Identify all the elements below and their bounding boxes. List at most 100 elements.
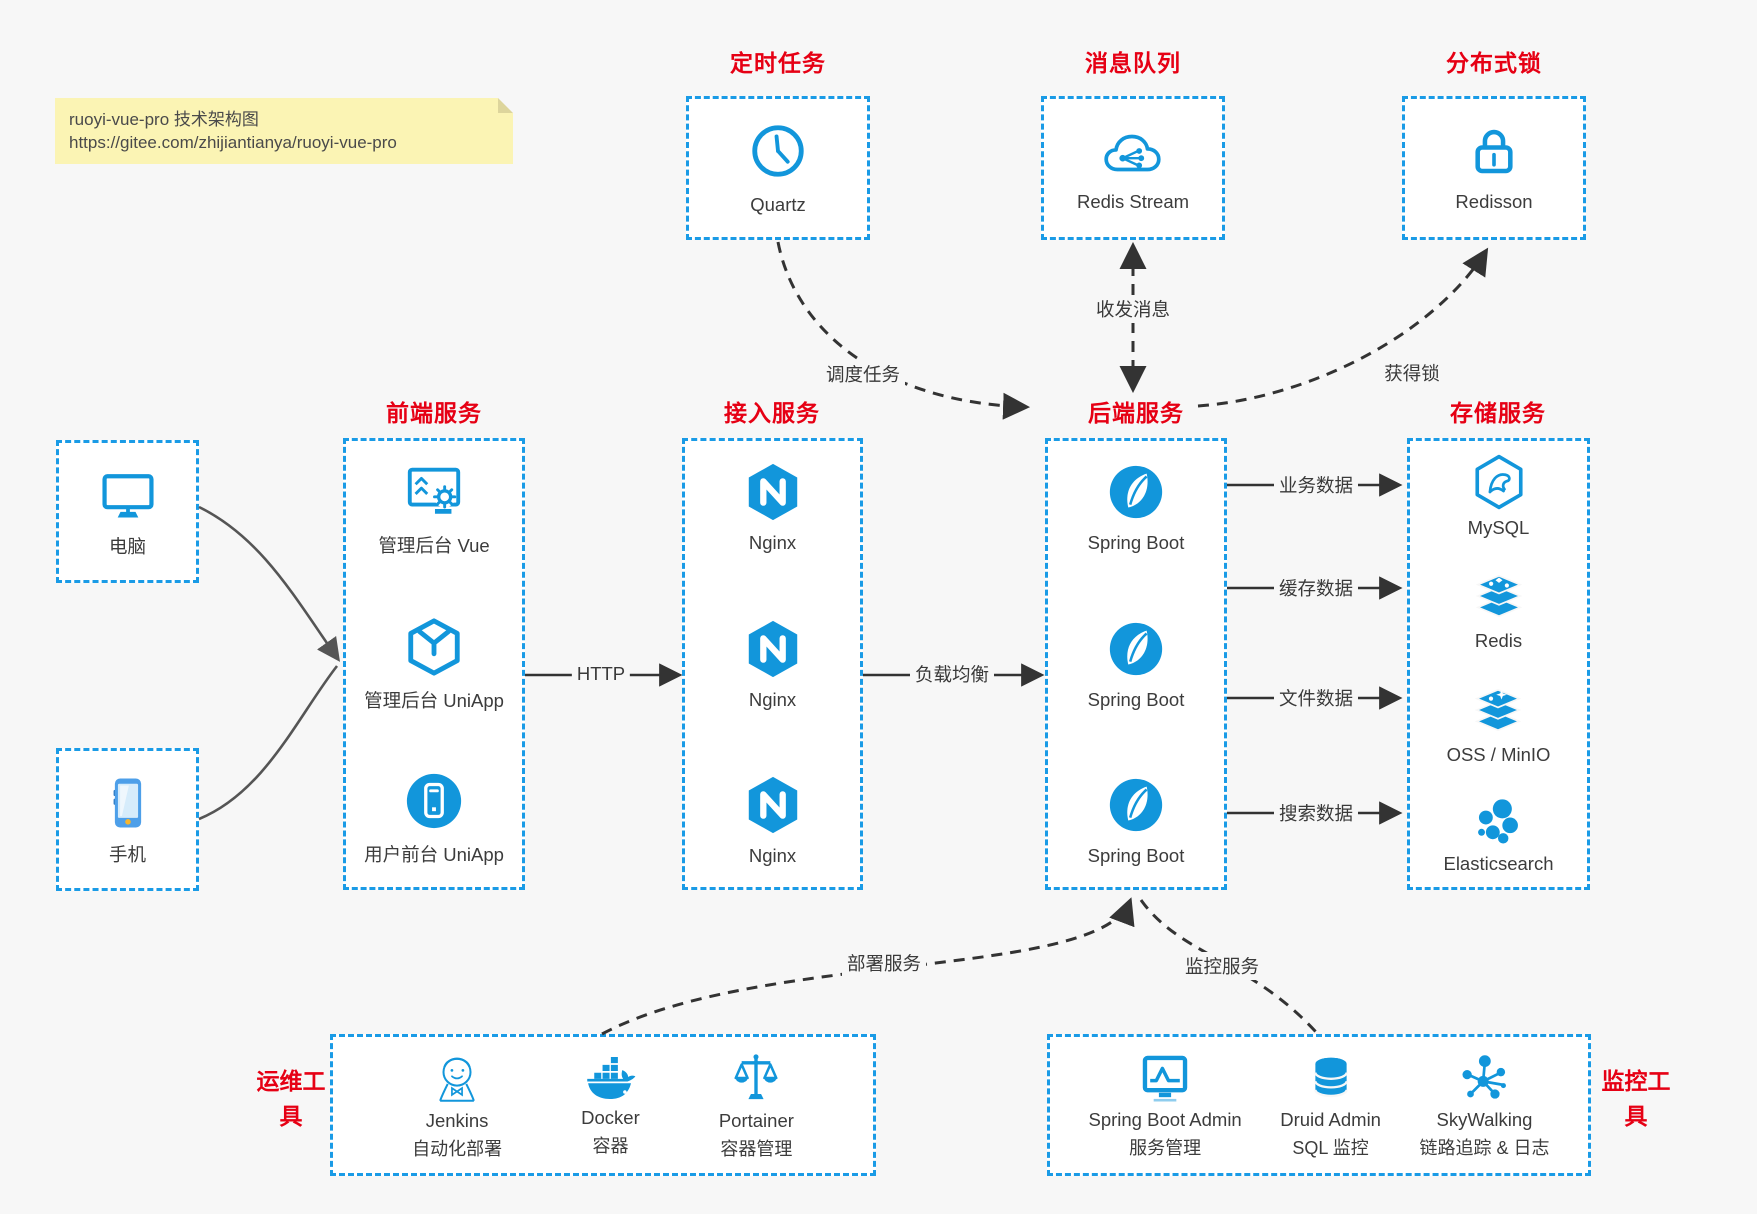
edge-label-load-balance: 负载均衡: [909, 660, 995, 688]
quartz-box: Quartz: [686, 96, 870, 240]
monitor-item-sublabel: 服务管理: [1129, 1137, 1202, 1158]
user-uniapp-icon: [403, 770, 465, 832]
frontend-item-label: 用户前台 UniApp: [364, 844, 504, 865]
storage-item-label: MySQL: [1467, 517, 1530, 538]
phone-label: 手机: [108, 843, 146, 865]
backend-item-label: Spring Boot: [1087, 688, 1185, 710]
access-item-label: Nginx: [748, 532, 797, 553]
cloud-share-icon: [1100, 123, 1166, 181]
nginx-icon: [742, 461, 804, 523]
storage-item-label: Elasticsearch: [1443, 852, 1554, 874]
frontend-services-box: 管理后台 Vue 管理后台 UniApp 用户前台 U: [343, 438, 525, 890]
title-access-services: 接入服务: [724, 400, 820, 426]
admin-vue-icon: [402, 461, 466, 523]
admin-uniapp-icon: [403, 616, 465, 678]
title-monitor-tools: 监控工具: [1601, 1068, 1671, 1129]
backend-item-label: Spring Boot: [1087, 532, 1185, 553]
access-item-label: Nginx: [748, 688, 797, 710]
title-message-queue: 消息队列: [1085, 50, 1181, 76]
edge-phone-frontend: [198, 665, 339, 821]
skywalking-icon: [1457, 1051, 1511, 1105]
ops-tools-box: Jenkins 自动化部署: [330, 1034, 876, 1176]
lock-icon: [1465, 123, 1523, 181]
ops-item-sublabel: 自动化部署: [412, 1138, 503, 1159]
ops-item-portainer: Portainer 容器管理: [719, 1050, 794, 1161]
monitor-item-skywalking: SkyWalking 链路追踪 & 日志: [1419, 1051, 1549, 1160]
backend-item-spring-boot: Spring Boot: [1087, 618, 1185, 711]
clock-icon: [747, 120, 809, 182]
access-item-label: Nginx: [748, 845, 797, 866]
ops-item-label: Portainer: [718, 1109, 794, 1131]
portainer-icon: [729, 1050, 783, 1106]
monitor-item-sublabel: 链路追踪 & 日志: [1419, 1137, 1550, 1158]
redisson-box: Redisson: [1402, 96, 1586, 240]
storage-item-redis: Redis: [1471, 568, 1527, 652]
edge-label-message: 收发消息: [1090, 295, 1176, 323]
monitor-item-label: Spring Boot Admin: [1088, 1108, 1242, 1130]
storage-services-box: MySQL Redis: [1407, 438, 1590, 890]
access-item-nginx: Nginx: [742, 774, 804, 867]
backend-item-spring-boot: Spring Boot: [1087, 461, 1185, 554]
note-url: https://gitee.com/zhijiantianya/ruoyi-vu…: [69, 133, 397, 152]
nginx-icon: [742, 618, 804, 680]
monitor-item-druid: Druid Admin SQL 监控: [1280, 1051, 1381, 1160]
frontend-item-admin-uniapp: 管理后台 UniApp: [364, 616, 504, 713]
title-ops-tools: 运维工具: [256, 1068, 326, 1129]
redis-stream-label: Redis Stream: [1076, 191, 1190, 212]
edge-label-lock: 获得锁: [1379, 359, 1445, 387]
docker-icon: [582, 1053, 638, 1103]
spring-boot-admin-icon: [1137, 1051, 1193, 1105]
storage-item-label: Redis: [1474, 630, 1523, 652]
backend-item-spring-boot: Spring Boot: [1087, 774, 1185, 867]
access-item-nginx: Nginx: [742, 461, 804, 554]
edge-label-deploy: 部署服务: [841, 949, 927, 977]
storage-item-mysql: MySQL: [1467, 453, 1530, 539]
edge-computer-frontend: [198, 505, 341, 662]
elasticsearch-icon: [1470, 795, 1526, 847]
computer-label: 电脑: [108, 535, 146, 557]
edge-label-file: 文件数据: [1273, 684, 1359, 712]
ops-item-docker: Docker 容器: [581, 1053, 640, 1158]
title-backend-services: 后端服务: [1088, 400, 1184, 426]
computer-client-box: 电脑: [56, 440, 199, 583]
title-scheduled-tasks: 定时任务: [730, 50, 826, 76]
ops-item-label: Jenkins: [425, 1109, 489, 1131]
phone-client-box: 手机: [56, 748, 199, 891]
backend-services-box: Spring Boot Spring Boot Spring Boot: [1045, 438, 1227, 890]
storage-item-label: OSS / MinIO: [1446, 743, 1551, 765]
redisson-label: Redisson: [1455, 191, 1533, 212]
edge-label-monitor: 监控服务: [1179, 952, 1265, 980]
ops-item-sublabel: 容器管理: [720, 1138, 793, 1159]
jenkins-icon: [430, 1050, 484, 1106]
frontend-item-label: 管理后台 UniApp: [364, 689, 504, 711]
title-frontend-services: 前端服务: [386, 400, 482, 426]
monitor-item-label: Druid Admin: [1280, 1108, 1381, 1130]
ops-item-sublabel: 容器: [592, 1135, 629, 1156]
druid-icon: [1306, 1051, 1356, 1105]
edge-label-cache: 缓存数据: [1273, 574, 1359, 602]
phone-icon: [100, 773, 156, 833]
storage-item-oss: OSS / MinIO: [1446, 682, 1551, 766]
note-title: ruoyi-vue-pro 技术架构图: [69, 110, 259, 129]
spring-boot-icon: [1105, 461, 1167, 523]
edge-label-schedule: 调度任务: [820, 360, 906, 388]
edge-label-http: HTTP: [571, 662, 631, 686]
frontend-item-vue: 管理后台 Vue: [378, 461, 490, 558]
frontend-item-user-uniapp: 用户前台 UniApp: [364, 770, 504, 867]
redis-stream-box: Redis Stream: [1041, 96, 1225, 240]
access-item-nginx: Nginx: [742, 618, 804, 711]
monitor-tools-box: Spring Boot Admin 服务管理 Druid Admin SQL 监…: [1047, 1034, 1591, 1176]
monitor-item-label: SkyWalking: [1436, 1108, 1533, 1130]
mysql-icon: [1470, 453, 1528, 511]
backend-item-label: Spring Boot: [1087, 845, 1185, 866]
edge-label-search: 搜索数据: [1273, 799, 1359, 827]
title-storage-services: 存储服务: [1450, 400, 1546, 426]
spring-boot-icon: [1105, 774, 1167, 836]
quartz-label: Quartz: [750, 194, 806, 215]
ops-item-jenkins: Jenkins 自动化部署: [412, 1050, 502, 1161]
title-distributed-lock: 分布式锁: [1446, 50, 1542, 76]
redis-icon: [1471, 568, 1527, 624]
computer-icon: [98, 465, 158, 525]
access-services-box: Nginx Nginx Nginx: [682, 438, 863, 890]
